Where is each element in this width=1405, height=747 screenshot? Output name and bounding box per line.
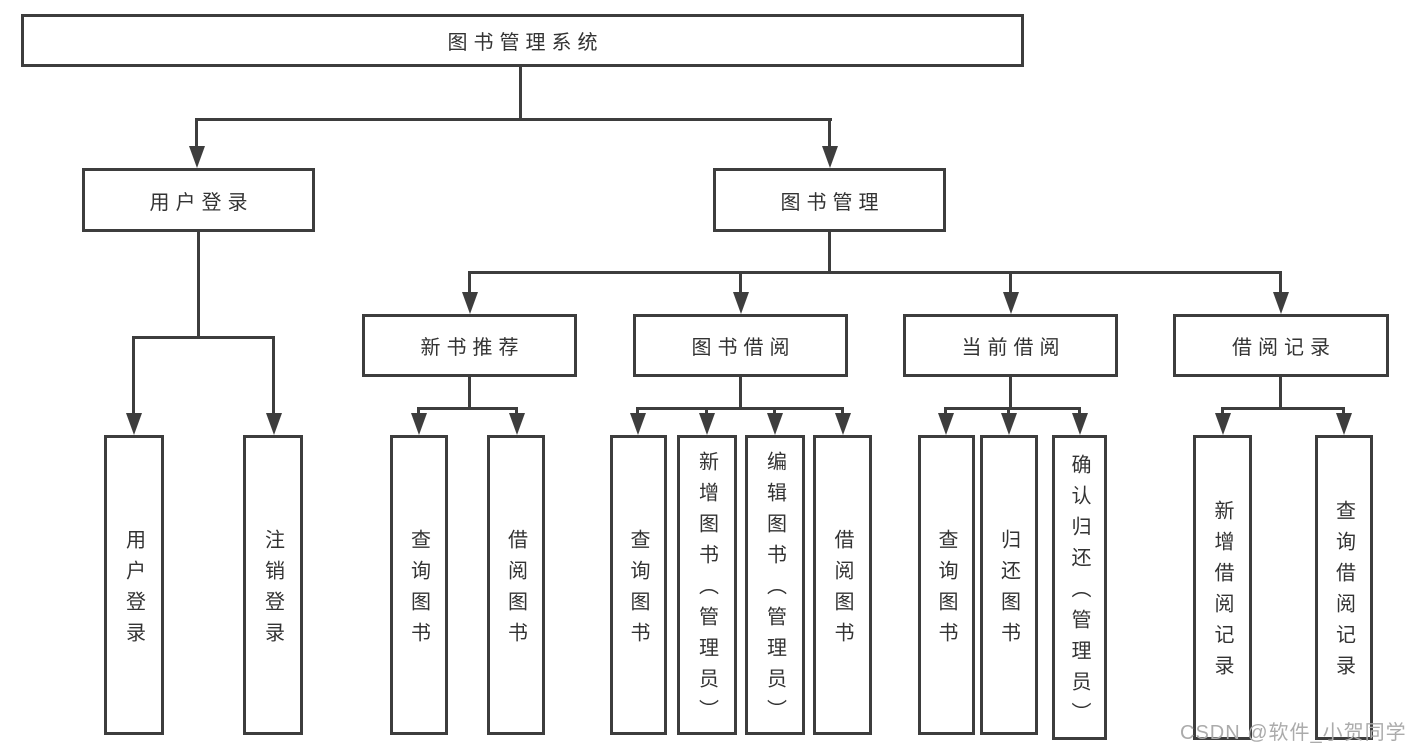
leaf-edit-books-admin: 编辑图书（管理员） bbox=[745, 435, 805, 735]
connector-vline bbox=[739, 271, 742, 297]
leaf-label: 查询图书 bbox=[935, 528, 957, 653]
arrow-down-icon bbox=[938, 413, 954, 435]
connector-vline bbox=[197, 232, 200, 339]
connector-vline bbox=[132, 336, 135, 417]
connector-vline bbox=[1078, 407, 1081, 417]
node-label: 当前借阅 bbox=[961, 337, 1066, 359]
leaf-borrowing-query-books: 查询图书 bbox=[610, 435, 667, 735]
arrow-down-icon bbox=[733, 292, 749, 314]
connector-vline bbox=[739, 377, 742, 410]
connector-vline bbox=[1009, 271, 1012, 297]
leaf-recommend-borrow-books: 借阅图书 bbox=[487, 435, 545, 735]
node-label: 图书借阅 bbox=[691, 337, 796, 359]
node-label: 新书推荐 bbox=[420, 337, 525, 359]
connector-vline bbox=[515, 407, 518, 417]
node-label: 图书管理系统 bbox=[447, 32, 604, 54]
arrow-down-icon bbox=[630, 413, 646, 435]
arrow-down-icon bbox=[1336, 413, 1352, 435]
connector-vline bbox=[1007, 407, 1010, 417]
arrow-down-icon bbox=[462, 292, 478, 314]
node-user-login: 用户登录 bbox=[82, 168, 315, 232]
arrow-down-icon bbox=[835, 413, 851, 435]
leaf-current-query-books: 查询图书 bbox=[918, 435, 975, 735]
connector-vline bbox=[705, 407, 708, 417]
connector-vline bbox=[828, 118, 831, 152]
node-label: 图书管理 bbox=[780, 191, 885, 214]
connector-vline bbox=[944, 407, 947, 417]
arrow-down-icon bbox=[189, 146, 205, 168]
leaf-add-books-admin: 新增图书（管理员） bbox=[677, 435, 737, 735]
node-book-borrowing: 图书借阅 bbox=[633, 314, 848, 377]
connector-hline bbox=[196, 118, 832, 121]
leaf-label: 查询图书 bbox=[407, 528, 430, 653]
arrow-down-icon bbox=[1215, 413, 1231, 435]
connector-vline bbox=[417, 407, 420, 417]
watermark: CSDN @软件_小贺同学 bbox=[1180, 722, 1405, 744]
arrow-down-icon bbox=[1001, 413, 1017, 435]
node-new-book-recommend: 新书推荐 bbox=[362, 314, 577, 377]
connector-vline bbox=[1009, 377, 1012, 410]
node-book-management: 图书管理 bbox=[713, 168, 946, 232]
node-label: 借阅记录 bbox=[1232, 337, 1336, 359]
leaf-label: 用户登录 bbox=[122, 528, 145, 653]
connector-hline bbox=[468, 271, 1282, 274]
arrow-down-icon bbox=[822, 146, 838, 168]
connector-vline bbox=[272, 336, 275, 417]
arrow-down-icon bbox=[411, 413, 427, 435]
connector-vline bbox=[773, 407, 776, 417]
node-library-management-system: 图书管理系统 bbox=[21, 14, 1024, 67]
leaf-return-books: 归还图书 bbox=[980, 435, 1038, 735]
connector-vline bbox=[636, 407, 639, 417]
arrow-down-icon bbox=[266, 413, 282, 435]
connector-hline bbox=[636, 407, 844, 410]
leaf-label: 归还图书 bbox=[997, 528, 1020, 653]
connector-vline bbox=[1279, 271, 1282, 297]
leaf-label: 确认归还（管理员） bbox=[1068, 453, 1090, 733]
connector-vline bbox=[468, 271, 471, 297]
leaf-query-borrow-record: 查询借阅记录 bbox=[1315, 435, 1373, 740]
node-borrowing-records: 借阅记录 bbox=[1173, 314, 1389, 377]
leaf-label: 新增图书（管理员） bbox=[695, 451, 718, 730]
leaf-logout: 注销登录 bbox=[243, 435, 303, 735]
connector-vline bbox=[841, 407, 844, 417]
leaf-recommend-query-books: 查询图书 bbox=[390, 435, 448, 735]
connector-hline bbox=[944, 407, 1081, 410]
arrow-down-icon bbox=[1003, 292, 1019, 314]
connector-vline bbox=[468, 377, 471, 410]
leaf-borrowing-borrow-books: 借阅图书 bbox=[813, 435, 872, 735]
connector-vline bbox=[519, 67, 522, 120]
connector-hline bbox=[417, 407, 518, 410]
arrow-down-icon bbox=[1072, 413, 1088, 435]
arrow-down-icon bbox=[1273, 292, 1289, 314]
leaf-label: 注销登录 bbox=[261, 528, 284, 653]
connector-vline bbox=[1279, 377, 1282, 410]
arrow-down-icon bbox=[699, 413, 715, 435]
connector-vline bbox=[195, 118, 198, 152]
arrow-down-icon bbox=[767, 413, 783, 435]
connector-hline bbox=[1221, 407, 1345, 410]
leaf-label: 新增借阅记录 bbox=[1211, 500, 1233, 686]
leaf-confirm-return-admin: 确认归还（管理员） bbox=[1052, 435, 1107, 740]
leaf-add-borrow-record: 新增借阅记录 bbox=[1193, 435, 1252, 740]
node-label: 用户登录 bbox=[149, 191, 254, 214]
connector-vline bbox=[828, 232, 831, 274]
leaf-label: 借阅图书 bbox=[504, 528, 527, 653]
leaf-label: 借阅图书 bbox=[831, 528, 853, 653]
arrow-down-icon bbox=[509, 413, 525, 435]
arrow-down-icon bbox=[126, 413, 142, 435]
leaf-label: 查询图书 bbox=[627, 528, 649, 653]
leaf-label: 编辑图书（管理员） bbox=[763, 451, 786, 730]
connector-hline bbox=[132, 336, 275, 339]
leaf-label: 查询借阅记录 bbox=[1332, 500, 1355, 686]
leaf-user-login: 用户登录 bbox=[104, 435, 164, 735]
connector-vline bbox=[1221, 407, 1224, 417]
node-current-borrowing: 当前借阅 bbox=[903, 314, 1118, 377]
connector-vline bbox=[1342, 407, 1345, 417]
